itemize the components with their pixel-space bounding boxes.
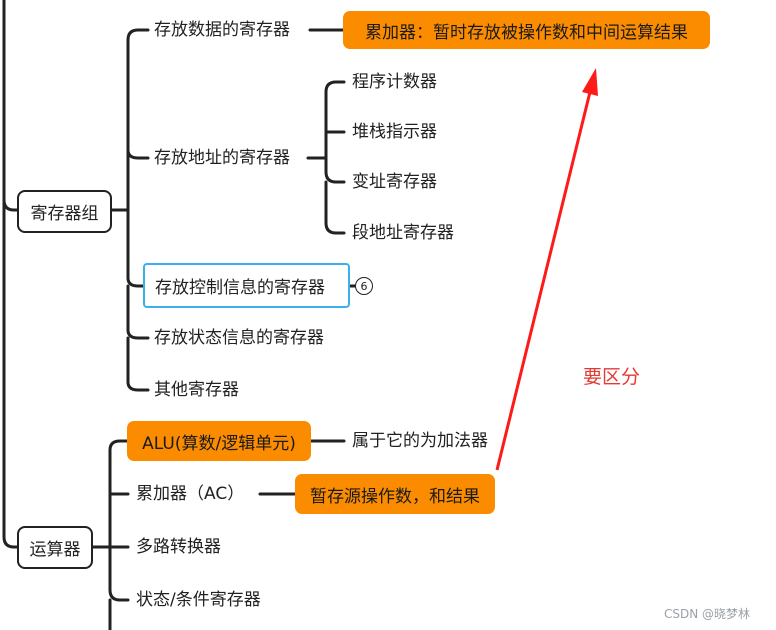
segment-register-node[interactable]: 段地址寄存器 [352,223,454,243]
collapsed-count-badge[interactable]: 6 [355,277,373,295]
alu-node[interactable]: ALU(算数/逻辑单元) [127,421,311,461]
control-info-register-node[interactable]: 存放控制信息的寄存器 [143,263,350,308]
status-info-register-node[interactable]: 存放状态信息的寄存器 [154,328,324,348]
watermark: CSDN @晓梦林 [664,607,751,621]
alu-label: ALU(算数/逻辑单元) [142,433,296,454]
register-group-label: 寄存器组 [30,204,99,224]
distinguish-annotation: 要区分 [583,366,641,388]
other-registers-node[interactable]: 其他寄存器 [154,380,239,400]
stack-pointer-node[interactable]: 堆栈指示器 [352,122,437,142]
red-arrow [495,68,598,471]
control-info-register-label: 存放控制信息的寄存器 [155,278,325,298]
register-group-node[interactable]: 寄存器组 [17,190,112,233]
alu-group-node[interactable]: 运算器 [17,526,93,569]
adder-note-node[interactable]: 属于它的为加法器 [352,431,488,451]
address-register-node[interactable]: 存放地址的寄存器 [154,148,290,168]
accumulator-node[interactable]: 累加器（AC） [136,484,245,504]
alu-group-label: 运算器 [29,540,81,560]
accumulator-function-label: 暂存源操作数，和结果 [310,486,480,507]
accumulator-note-node[interactable]: 累加器：暂时存放被操作数和中间运算结果 [343,11,710,49]
accumulator-function-node[interactable]: 暂存源操作数，和结果 [295,474,495,514]
program-counter-node[interactable]: 程序计数器 [352,72,437,92]
data-register-node[interactable]: 存放数据的寄存器 [154,20,290,40]
accumulator-note-label: 累加器：暂时存放被操作数和中间运算结果 [365,22,688,43]
status-register-node[interactable]: 状态/条件寄存器 [136,590,261,610]
index-register-node[interactable]: 变址寄存器 [352,172,437,192]
mux-node[interactable]: 多路转换器 [136,537,221,557]
